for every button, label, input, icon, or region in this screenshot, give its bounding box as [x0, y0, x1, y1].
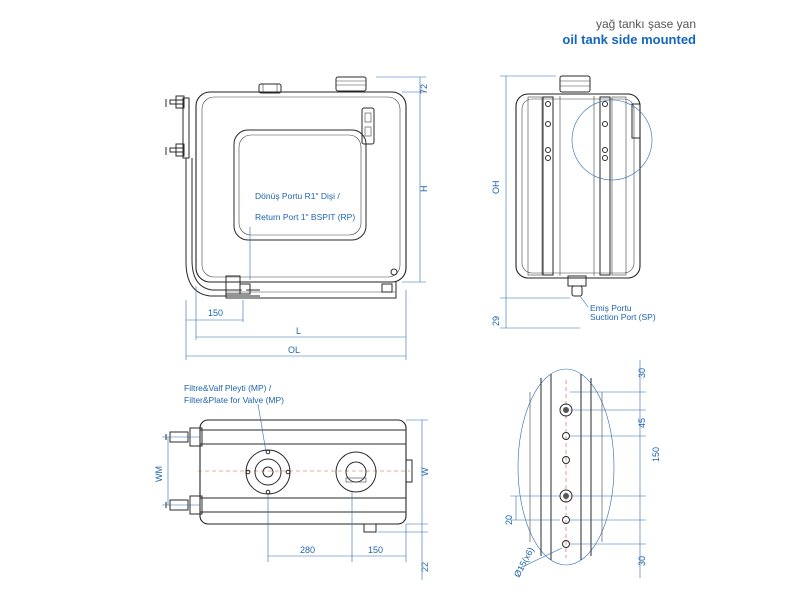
detail-ellipse [517, 368, 615, 566]
dim-front-l: L [296, 326, 301, 336]
dim-top-wm: WM [154, 466, 164, 482]
top-tank-body [199, 419, 407, 525]
return-port-label-en: Return Port 1" BSPIT (RP) [255, 212, 355, 222]
title-english: oil tank side mounted [562, 32, 696, 47]
side-dimensions: OH 29 [491, 75, 580, 329]
side-tank-body [515, 93, 641, 279]
dim-detail-150: 150 [651, 447, 661, 462]
dim-top-22: 22 [420, 562, 430, 572]
dim-front-150: 150 [208, 308, 223, 318]
side-suction-port [567, 275, 587, 297]
top-dimensions: WM W 22 280 150 [154, 419, 430, 580]
detail-holes [559, 403, 573, 548]
suction-port-label-tr: Emiş Portu [590, 303, 632, 313]
front-return-port [225, 275, 251, 295]
side-bracket [631, 103, 641, 139]
detail-dimensions: 30 45 150 30 20 Ø15(x6) [504, 360, 661, 579]
filter-plate-label-en: Filter&Plate for Valve (MP) [184, 395, 284, 405]
dim-detail-30-bottom: 30 [637, 556, 647, 566]
top-bracket-bolts [165, 427, 203, 515]
side-ribs [527, 96, 627, 276]
front-inspection-cover [233, 129, 367, 241]
filter-plate-label-tr: Filtre&Valf Pleyti (MP) / [184, 383, 272, 393]
dim-top-150: 150 [368, 545, 383, 555]
side-view: Emiş Portu Suction Port (SP) OH 29 [491, 75, 656, 329]
front-breather [258, 83, 282, 94]
suction-port-label-en: Suction Port (SP) [590, 312, 656, 322]
dim-detail-45: 45 [637, 418, 647, 428]
top-filler-cap [335, 451, 377, 493]
front-view: Dönüş Portu R1" Dişi / Return Port 1" BS… [165, 76, 429, 360]
dim-side-oh: OH [491, 181, 501, 195]
detail-view: 30 45 150 30 20 Ø15(x6) [504, 360, 661, 579]
side-rib-holes [545, 101, 608, 161]
side-filler-cap [559, 75, 591, 93]
dim-side-29: 29 [491, 316, 501, 326]
front-filler-cap [335, 76, 367, 92]
front-dimensions: 72 H 150 L OL [185, 76, 429, 360]
side-detail-circle [571, 99, 653, 181]
return-port-label-tr: Dönüş Portu R1" Dişi / [255, 191, 340, 201]
dim-top-w: W [420, 467, 430, 476]
front-mounting-bracket [165, 95, 260, 297]
detail-rails [529, 374, 603, 560]
dim-detail-30-top: 30 [637, 368, 647, 378]
dim-detail-20: 20 [504, 515, 514, 525]
top-view: Filtre&Valf Pleyti (MP) / Filter&Plate f… [154, 383, 430, 580]
dim-front-h: H [419, 186, 429, 193]
title-turkish: yağ tankı şase yan [595, 17, 696, 31]
dim-top-280: 280 [300, 545, 315, 555]
dim-front-ol: OL [288, 345, 300, 355]
front-level-gauge [361, 107, 375, 145]
dim-front-72: 72 [419, 84, 429, 94]
